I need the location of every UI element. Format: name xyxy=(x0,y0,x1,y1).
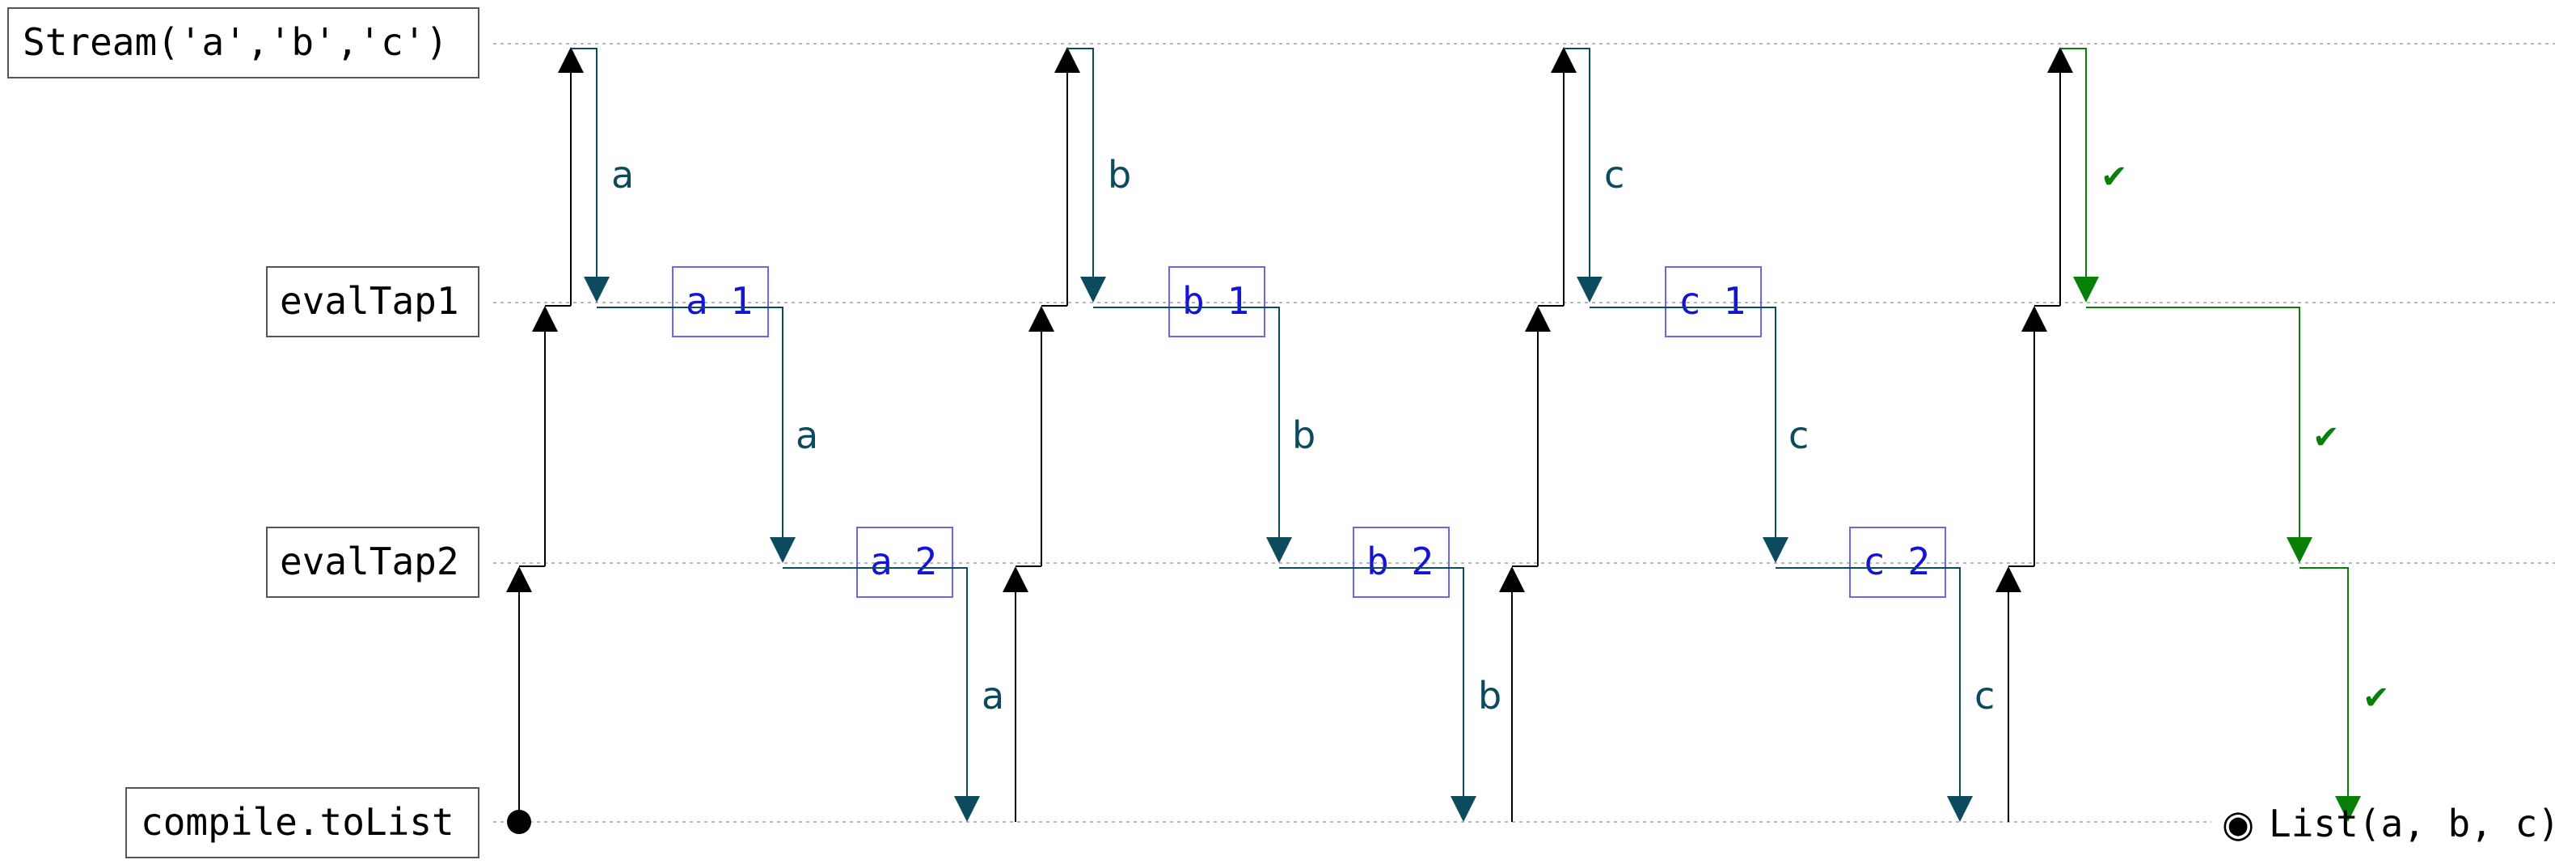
result: ◉ List(a, b, c) xyxy=(2222,802,2560,845)
pull-arrowhead xyxy=(1499,566,1525,592)
value-label-tap1-to-tap2: a xyxy=(796,413,818,457)
lane-label-stream: Stream('a','b','c') xyxy=(7,7,479,78)
result-text: List(a, b, c) xyxy=(2269,802,2560,845)
pull-arrowhead xyxy=(558,47,584,73)
pull-arrowhead xyxy=(2021,306,2047,332)
lane-lines xyxy=(493,43,2555,823)
pull-arrowhead xyxy=(1551,47,1577,73)
value-label-stream-to-tap1: ✔ xyxy=(2101,159,2128,196)
lane-label-tap2-text: evalTap2 xyxy=(280,540,459,583)
value-arrowhead xyxy=(954,796,980,822)
lane-label-tolist: compile.toList xyxy=(125,787,479,858)
value-arrowhead xyxy=(1763,537,1788,563)
tap1-box-label: b 1 xyxy=(1182,279,1249,323)
value-label-tap1-to-tap2: ✔ xyxy=(2312,419,2340,456)
tap1-box xyxy=(1168,266,1265,337)
value-stream-to-tap1 xyxy=(1067,48,1094,279)
tap1-box-label: a 1 xyxy=(686,279,753,323)
value-arrowhead xyxy=(770,537,796,563)
value-label-stream-to-tap1: b xyxy=(1108,153,1131,197)
value-arrowhead xyxy=(1947,796,1973,822)
step-a: a a 1 a a 2 a xyxy=(506,47,1016,822)
lane-label-tolist-text: compile.toList xyxy=(141,800,454,844)
value-label-stream-to-tap1: a xyxy=(611,153,634,197)
value-arrowhead xyxy=(2073,277,2099,303)
tap1-box xyxy=(1665,266,1762,337)
pull-arrowhead xyxy=(1525,306,1551,332)
step-complete: ✔ ✔ ✔ xyxy=(1995,47,2390,822)
pull-arrowhead xyxy=(2047,47,2073,73)
pull-arrowhead xyxy=(1054,47,1080,73)
lane-label-tap1: evalTap1 xyxy=(266,266,479,337)
value-arrowhead xyxy=(1080,277,1106,303)
step-c: c c 1 c c 2 c xyxy=(1499,47,2009,822)
tap2-box xyxy=(1849,527,1946,598)
tap2-box-label: a 2 xyxy=(870,540,937,583)
value-label-tap1-to-tap2: b xyxy=(1292,413,1315,457)
value-stream-to-tap1 xyxy=(2060,48,2087,279)
value-label-tap2-to-tolist: c xyxy=(1974,674,1995,718)
value-tap1-to-tap2 xyxy=(597,307,783,539)
value-tap1-to-tap2 xyxy=(2086,307,2300,539)
steps: a a 1 a a 2 a b b 1 b b 2 b c c 1 c c 2 c ✔ ✔ ✔ xyxy=(506,47,2390,822)
tap2-box xyxy=(856,527,953,598)
tap2-box xyxy=(1353,527,1450,598)
start-dot xyxy=(507,810,531,834)
value-arrowhead xyxy=(584,277,610,303)
value-tap1-to-tap2 xyxy=(1590,307,1776,539)
value-arrowhead xyxy=(1577,277,1603,303)
lane-label-stream-text: Stream('a','b','c') xyxy=(23,20,448,64)
tap1-box-label: c 1 xyxy=(1679,279,1746,323)
tap1-box xyxy=(672,266,769,337)
value-tap1-to-tap2 xyxy=(1093,307,1280,539)
lane-label-tap1-text: evalTap1 xyxy=(280,279,459,323)
lane-label-tap2: evalTap2 xyxy=(266,527,479,598)
value-tap2-to-tolist xyxy=(2299,567,2349,798)
pull-arrowhead xyxy=(1995,566,2021,592)
pull-arrowhead xyxy=(1003,566,1028,592)
value-arrowhead xyxy=(2335,796,2361,822)
value-label-tap2-to-tolist: b xyxy=(1478,674,1501,718)
pull-arrowhead xyxy=(1028,306,1054,332)
result-symbol: ◉ xyxy=(2222,802,2254,845)
value-arrowhead xyxy=(2287,537,2312,563)
value-stream-to-tap1 xyxy=(571,48,598,279)
value-tap2-to-tolist xyxy=(1776,567,1961,798)
step-b: b b 1 b b 2 b xyxy=(1003,47,1513,822)
value-label-tap2-to-tolist: a xyxy=(982,674,1004,718)
value-label-stream-to-tap1: c xyxy=(1604,153,1624,197)
tap2-box-label: b 2 xyxy=(1366,540,1434,583)
tap2-box-label: c 2 xyxy=(1863,540,1930,583)
value-arrowhead xyxy=(1266,537,1292,563)
value-tap2-to-tolist xyxy=(1279,567,1464,798)
value-tap2-to-tolist xyxy=(783,567,968,798)
value-arrowhead xyxy=(1451,796,1476,822)
pull-arrowhead xyxy=(506,566,532,592)
value-label-tap1-to-tap2: c xyxy=(1788,413,1809,457)
value-label-tap2-to-tolist: ✔ xyxy=(2363,680,2390,717)
pull-arrowhead xyxy=(532,306,558,332)
value-stream-to-tap1 xyxy=(1564,48,1590,279)
